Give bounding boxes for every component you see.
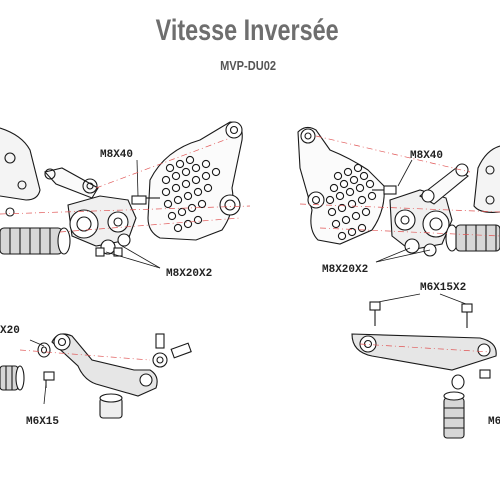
right-foot-peg: [445, 224, 500, 252]
right-pivot-washers: [451, 369, 491, 390]
label-right-m6x15x2: M6X15X2: [420, 282, 466, 294]
left-shift-lever-group: [0, 333, 192, 419]
right-toe-peg: [443, 391, 465, 439]
right-frame-bracket: [473, 145, 500, 213]
diagram-title: Vitesse Inversée: [155, 14, 339, 47]
left-m8x20-bolts: [95, 247, 123, 257]
right-lower-guide: [359, 343, 491, 353]
left-washer: [37, 342, 51, 358]
left-hanger-link: [43, 167, 99, 199]
left-pivot-body: [67, 195, 137, 255]
left-heel-guard: [147, 121, 243, 241]
left-toe-peg: [0, 365, 25, 391]
left-shift-lever: [51, 333, 158, 397]
right-shift-lever: [351, 333, 497, 371]
label-right-m6-partial: M6: [488, 416, 500, 428]
right-m8x40-bolt: [372, 185, 397, 195]
label-left-m8x20x2: M8X20X2: [166, 268, 212, 280]
label-right-m8x20x2: M8X20X2: [322, 264, 368, 276]
right-hanger-link: [419, 163, 469, 205]
right-heel-guard: [297, 126, 385, 245]
label-right-m8x40: M8X40: [410, 150, 443, 162]
right-guard-holes: [325, 163, 377, 241]
right-shift-lever-group: [351, 293, 497, 439]
left-rod-end: [152, 333, 192, 368]
left-foot-peg: [0, 227, 71, 255]
label-left-m8x40: M8X40: [100, 149, 133, 161]
left-spacer-cylinder: [99, 393, 123, 419]
left-assembly: [0, 121, 243, 269]
right-m6x15-bolts: [369, 301, 473, 328]
label-left-x20: X20: [0, 325, 20, 337]
left-frame-bracket: [0, 127, 41, 201]
left-guide-lines: [0, 137, 251, 233]
part-code: MVP-DU02: [220, 58, 276, 73]
right-guide-lines: [299, 135, 500, 237]
left-m8x40-bolt: [131, 195, 160, 205]
label-left-m6x15: M6X15: [26, 416, 59, 428]
right-assembly: [297, 126, 500, 263]
left-lower-guide: [19, 349, 151, 361]
right-pivot-body: [389, 189, 453, 257]
left-guard-holes: [161, 155, 221, 233]
